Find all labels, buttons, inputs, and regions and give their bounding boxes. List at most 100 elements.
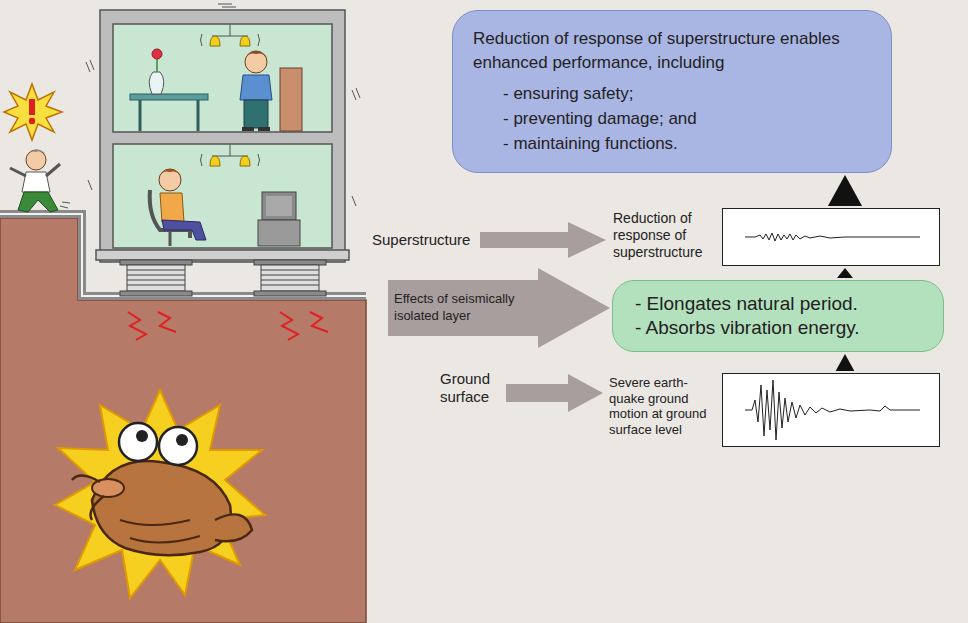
- sitting-person: [162, 220, 206, 240]
- waveform-box: Severe earth-quake ground motion at grou…: [722, 373, 940, 447]
- tremor-marks: [280, 312, 298, 340]
- flow-connector: [837, 268, 853, 278]
- upper-room-furniture: [197, 100, 200, 131]
- catfish: [55, 390, 265, 598]
- flow-connector: [828, 175, 862, 206]
- building: [90, 60, 94, 70]
- lower-room-furniture: [169, 232, 172, 246]
- ceiling-lamp: [230, 144, 231, 156]
- waveform-panel: [745, 233, 920, 241]
- seismic-isolator: [261, 270, 319, 271]
- waveform-caption: Reduction of response of superstructure: [613, 210, 713, 260]
- box-line: - ensuring safety;: [503, 81, 871, 106]
- startled-person: [46, 164, 60, 176]
- startled-person: [60, 206, 68, 208]
- sitting-person: [159, 169, 206, 240]
- seismic-isolator: [120, 260, 192, 265]
- waveform-panel: [745, 380, 920, 440]
- startled-person: [4, 84, 70, 212]
- standing-person: [245, 51, 268, 58]
- building: [352, 196, 356, 206]
- seismic-isolator: [127, 280, 185, 281]
- seismic-isolator: [254, 291, 326, 296]
- arrow-shape: [388, 268, 610, 348]
- waveform-box: Reduction of response of superstructure: [722, 208, 940, 266]
- sitting-person: [159, 169, 182, 176]
- seismic-isolator: [261, 265, 319, 291]
- catfish: [119, 423, 157, 461]
- catfish: [91, 496, 105, 520]
- sitting-person: [159, 169, 181, 191]
- seismic-isolator: [254, 260, 326, 265]
- ceiling-lamp: [230, 24, 231, 36]
- upper-room-furniture: [130, 94, 208, 100]
- startled-person: [18, 192, 58, 212]
- pointer-arrow: [480, 222, 606, 258]
- catfish: [136, 430, 148, 442]
- catfish: [159, 427, 197, 465]
- building: [86, 62, 90, 72]
- box-line: - Absorbs vibration energy.: [635, 316, 921, 340]
- building: [88, 180, 92, 190]
- layer-label: Superstructure: [372, 231, 482, 249]
- ceiling-lamp: [258, 34, 260, 46]
- ceiling-lamp: [240, 156, 250, 166]
- upper-room-furniture: [139, 100, 142, 131]
- ceiling-lamp: [201, 34, 203, 46]
- tremor-marks: [128, 312, 146, 340]
- seismic-isolator: [120, 260, 326, 296]
- flow-arrowhead: [828, 175, 862, 206]
- startled-person: [26, 150, 46, 170]
- sitting-person: [160, 193, 184, 222]
- box-line: - maintaining functions.: [503, 131, 871, 156]
- result-box: Reduction of response of superstructure …: [452, 10, 892, 173]
- lower-room-furniture: [150, 190, 190, 238]
- tremor-marks: [128, 312, 328, 340]
- seismic-isolator: [127, 270, 185, 271]
- seismic-isolator: [127, 265, 185, 291]
- seismic-isolator: [120, 291, 192, 296]
- upper-room-furniture: [152, 49, 162, 59]
- lower-room-furniture: [258, 220, 300, 246]
- catfish: [120, 520, 190, 525]
- building: [100, 10, 345, 262]
- building: [218, 4, 232, 5]
- building: [352, 90, 356, 100]
- startled-person: [10, 168, 26, 176]
- ceiling-lamp: [210, 156, 220, 166]
- ceiling-lamp: [240, 36, 250, 46]
- standing-person: [258, 127, 270, 131]
- building: [113, 24, 332, 132]
- waveform-panel: [722, 208, 940, 266]
- catfish: [92, 479, 124, 497]
- building: [222, 7, 236, 8]
- box-heading: Reduction of response of superstructure …: [473, 27, 853, 75]
- flow-arrowhead: [836, 354, 855, 371]
- building: [113, 144, 332, 248]
- building: [86, 4, 360, 262]
- lower-room-furniture: [266, 196, 292, 216]
- ground: [0, 218, 366, 623]
- standing-person: [240, 51, 272, 131]
- standing-person: [245, 51, 267, 73]
- seismic-isolator: [261, 280, 319, 281]
- seismic-isolator: [261, 275, 319, 276]
- building: [96, 250, 349, 260]
- startled-person: [29, 99, 35, 115]
- catfish: [130, 536, 200, 543]
- effect-box: - Elongates natural period.- Absorbs vib…: [612, 280, 944, 352]
- seismic-isolator: [127, 275, 185, 276]
- ceiling-lamp: [258, 154, 260, 166]
- seismic-isolator: [261, 285, 319, 286]
- catfish: [72, 475, 100, 482]
- flow-arrowhead: [837, 268, 853, 278]
- ground: [0, 214, 366, 623]
- building: [356, 88, 360, 98]
- tremor-marks: [310, 312, 328, 332]
- startled-person: [62, 202, 70, 203]
- ceiling-lamp: [210, 36, 220, 46]
- startled-person: [26, 149, 46, 156]
- catfish: [215, 514, 252, 541]
- standing-person: [240, 75, 272, 100]
- startled-person: [4, 84, 62, 140]
